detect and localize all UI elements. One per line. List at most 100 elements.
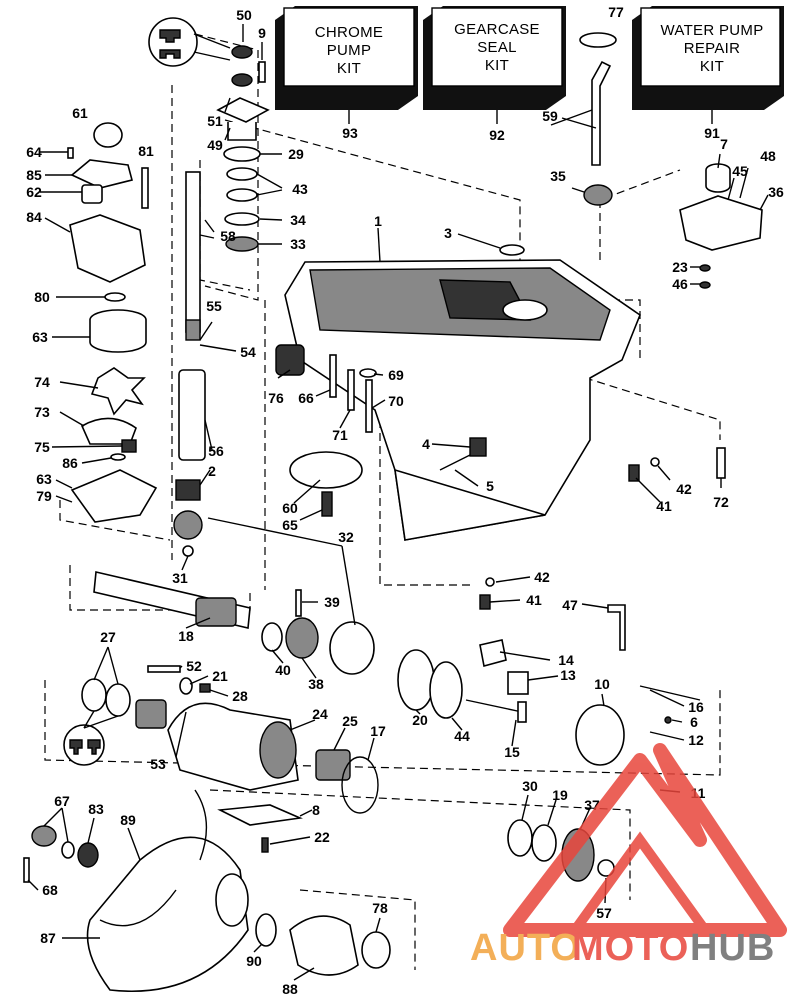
label-68: 68 <box>42 882 58 898</box>
label-89: 89 <box>120 812 136 828</box>
gearcase-kit-label-1: GEARCASE <box>454 21 540 38</box>
hub-89 <box>215 873 249 927</box>
label-2: 2 <box>208 463 216 479</box>
label-74: 74 <box>34 374 50 390</box>
label-32: 32 <box>338 529 354 545</box>
propeller-87 <box>86 836 249 992</box>
label-78: 78 <box>372 900 388 916</box>
label-27: 27 <box>100 629 116 645</box>
hub-88 <box>289 915 359 976</box>
plate-85 <box>70 159 133 189</box>
label-48: 48 <box>760 148 776 164</box>
label-43: 43 <box>292 181 308 197</box>
washer-30 <box>507 819 533 857</box>
stud-66 <box>329 354 337 398</box>
label-28: 28 <box>232 688 248 704</box>
part-93: 93 <box>342 125 358 141</box>
seal-46 <box>699 281 711 289</box>
washer-31 <box>182 545 194 557</box>
bearing-housing-10 <box>575 704 625 766</box>
label-80: 80 <box>34 289 50 305</box>
clutch-38 <box>285 617 319 659</box>
washer-21 <box>179 677 193 695</box>
seal-27a <box>81 678 107 712</box>
oring-42b <box>485 577 495 587</box>
water-pump-repair-kit-box: WATER PUMP REPAIR KIT <box>632 6 784 110</box>
label-29: 29 <box>288 146 304 162</box>
label-51: 51 <box>207 113 223 129</box>
label-58: 58 <box>220 228 236 244</box>
washer-20 <box>397 649 435 711</box>
label-71: 71 <box>332 427 348 443</box>
ring-3 <box>499 244 525 256</box>
label-88: 88 <box>282 981 298 997</box>
watermark-text-moto: MOTO <box>572 927 689 969</box>
label-61: 61 <box>72 105 88 121</box>
screw-52 <box>147 665 181 673</box>
gear-32 <box>173 510 203 540</box>
clip-28 <box>199 683 211 693</box>
label-18: 18 <box>178 628 194 644</box>
seal-27b <box>105 683 131 717</box>
washer-77 <box>579 32 617 48</box>
seal-detail-inset <box>148 17 231 67</box>
label-16: 16 <box>688 699 704 715</box>
screw-64 <box>67 147 74 159</box>
label-5: 5 <box>486 478 494 494</box>
plunger-7 <box>705 163 731 193</box>
label-31: 31 <box>172 570 188 586</box>
oring-17 <box>341 756 379 814</box>
part-number-labels: 50 9 51 49 29 43 34 33 58 61 64 85 81 62… <box>26 4 784 997</box>
label-20: 20 <box>412 712 428 728</box>
label-81: 81 <box>138 143 154 159</box>
trim-tab-60 <box>289 451 363 489</box>
spacer-90 <box>255 913 277 947</box>
gear-32b <box>329 621 375 675</box>
cover-48 <box>679 195 763 251</box>
watermark-triangle-icon <box>503 743 787 937</box>
label-14: 14 <box>558 652 574 668</box>
stud-70 <box>365 379 373 433</box>
label-90: 90 <box>246 953 262 969</box>
label-83: 83 <box>88 801 104 817</box>
label-77: 77 <box>608 4 624 20</box>
label-6: 6 <box>690 714 698 730</box>
shift-rod-47 <box>607 604 626 651</box>
housing-49 <box>216 97 270 141</box>
label-56: 56 <box>208 443 224 459</box>
bearing-44 <box>429 661 463 719</box>
key-75 <box>121 439 137 453</box>
label-45: 45 <box>732 163 748 179</box>
washer-34 <box>224 212 260 226</box>
screw-81 <box>141 167 149 209</box>
screw-65 <box>321 491 333 517</box>
liner-63 <box>89 309 147 353</box>
label-40: 40 <box>275 662 291 678</box>
label-65: 65 <box>282 517 298 533</box>
label-52: 52 <box>186 658 202 674</box>
label-72: 72 <box>713 494 729 510</box>
label-59: 59 <box>542 108 558 124</box>
label-87: 87 <box>40 930 56 946</box>
label-75: 75 <box>34 439 50 455</box>
label-42-upper: 42 <box>676 481 692 497</box>
driveshaft-58 <box>185 171 201 333</box>
label-3: 3 <box>444 225 452 241</box>
label-36: 36 <box>768 184 784 200</box>
bearing-2 <box>175 479 201 501</box>
label-73: 73 <box>34 404 50 420</box>
label-67: 67 <box>54 793 70 809</box>
label-8: 8 <box>312 802 320 818</box>
label-62: 62 <box>26 184 42 200</box>
sleeve-62 <box>81 184 103 204</box>
label-76: 76 <box>268 390 284 406</box>
label-55: 55 <box>206 298 222 314</box>
chrome-kit-label-2: PUMP <box>327 42 372 59</box>
gearcase-seal-kit-box: GEARCASE SEAL KIT <box>423 6 566 110</box>
label-63-top: 63 <box>32 329 48 345</box>
oring-86 <box>110 453 126 461</box>
label-41-upper: 41 <box>656 498 672 514</box>
pin-68 <box>23 857 30 883</box>
label-69: 69 <box>388 367 404 383</box>
label-42-lower: 42 <box>534 569 550 585</box>
